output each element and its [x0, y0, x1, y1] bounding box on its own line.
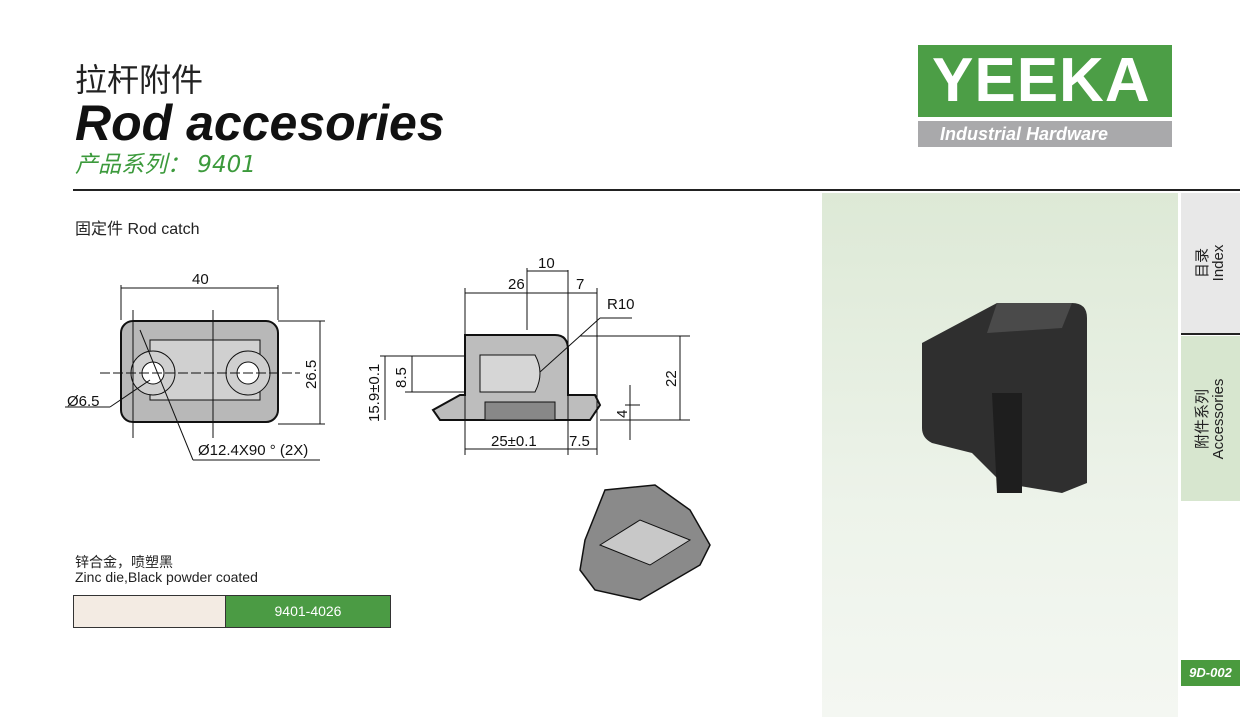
tab-index-cn: 目录: [1193, 247, 1211, 279]
dim-25: 25±0.1: [491, 433, 537, 450]
logo-brand: YEEKA: [918, 45, 1172, 117]
dim-height: 26.5: [303, 360, 320, 389]
dim-10: 10: [538, 255, 555, 272]
tab-accessories-en: Accessories: [1209, 378, 1227, 459]
dim-8-5: 8.5: [393, 367, 410, 388]
material-en: Zinc die,Black powder coated: [75, 569, 258, 585]
technical-drawing: 40 26.5 Ø6.5 Ø12.4X90 ° (2X) 10 26 7 R10…: [65, 255, 711, 601]
brand-logo: YEEKA Industrial Hardware: [918, 45, 1172, 148]
product-code: 9401-4026: [226, 596, 390, 627]
page-title: Rod accesories: [75, 95, 445, 151]
product-code-bar: 9401-4026: [73, 595, 391, 628]
tab-accessories-cn: 附件系列: [1193, 388, 1211, 449]
product-series: 产品系列： 9401: [75, 152, 256, 178]
page-title-cn: 拉杆附件: [75, 61, 204, 99]
tab-index-en: Index: [1209, 244, 1227, 282]
section-title: 固定件 Rod catch: [75, 221, 200, 238]
dim-countersink: Ø12.4X90 ° (2X): [198, 442, 308, 459]
dim-4: 4: [614, 410, 631, 418]
dim-26: 26: [508, 276, 525, 293]
logo-tagline: Industrial Hardware: [918, 121, 1172, 147]
dim-r10: R10: [607, 296, 635, 313]
product-photo-panel: [822, 193, 1178, 717]
header-divider: [73, 189, 1240, 191]
product-photo: [922, 303, 1087, 493]
dim-width: 40: [192, 271, 209, 288]
code-bar-blank: [74, 596, 226, 627]
dim-22: 22: [663, 370, 680, 387]
dim-hole: Ø6.5: [67, 393, 100, 410]
dim-7: 7: [576, 276, 584, 293]
dim-15-9: 15.9±0.1: [366, 364, 383, 422]
dim-7-5: 7.5: [569, 433, 590, 450]
page-number: 9D-002: [1181, 660, 1240, 686]
material-cn: 锌合金，喷塑黑: [75, 555, 173, 571]
